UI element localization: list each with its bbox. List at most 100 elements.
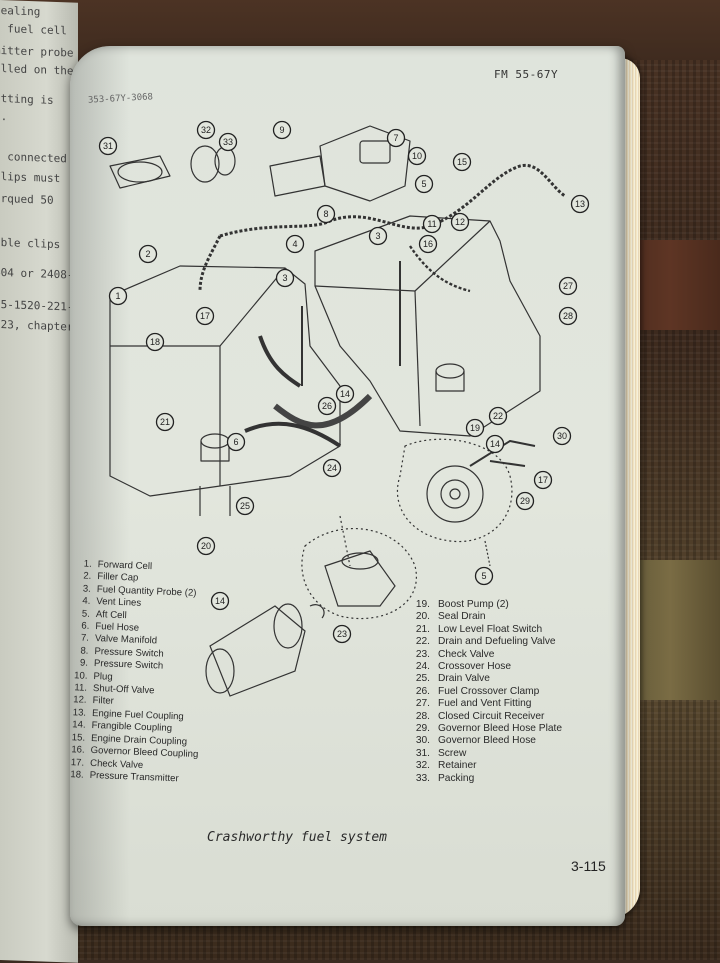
callout-number: 25 bbox=[240, 501, 250, 511]
legend-item-label: Filter bbox=[92, 695, 115, 708]
callout-circle bbox=[558, 306, 578, 326]
legend-item-label: Closed Circuit Receiver bbox=[438, 710, 545, 722]
legend-item-number: 23. bbox=[415, 648, 430, 660]
callout-circle bbox=[317, 396, 337, 416]
legend-item-number: 16. bbox=[71, 744, 85, 756]
legend-item-number: 6. bbox=[81, 620, 90, 632]
filter-body bbox=[209, 605, 306, 697]
callout-circle bbox=[195, 306, 215, 326]
callout-circle bbox=[368, 226, 388, 246]
legend-item-number: 14. bbox=[72, 719, 86, 731]
callout-14: 14 bbox=[335, 384, 355, 404]
legend-item: 24.Crossover Hose bbox=[406, 661, 562, 673]
callout-5: 5 bbox=[474, 566, 494, 586]
legend-item-number: 4. bbox=[82, 595, 91, 608]
callout-11: 11 bbox=[422, 214, 442, 234]
callout-5: 5 bbox=[414, 174, 434, 194]
callout-number: 21 bbox=[160, 417, 170, 427]
callout-circle bbox=[275, 268, 295, 288]
left-page-text-line: -23, chapter bbox=[0, 317, 74, 334]
callout-circle bbox=[488, 406, 508, 426]
page-gutter-shadow bbox=[70, 46, 130, 926]
callout-number: 14 bbox=[215, 596, 225, 606]
legend-item-number: 20. bbox=[415, 611, 430, 623]
callout-17: 17 bbox=[533, 470, 553, 490]
callout-25: 25 bbox=[235, 496, 255, 516]
legend-item-label: Boost Pump (2) bbox=[438, 599, 509, 610]
callout-15: 15 bbox=[452, 152, 472, 172]
callout-circle bbox=[285, 234, 305, 254]
legend-item-number: 17. bbox=[70, 756, 85, 769]
callout-circle bbox=[108, 286, 128, 306]
legend-item-number: 8. bbox=[80, 645, 89, 657]
legend-item-label: Crossover Hose bbox=[438, 661, 512, 673]
governor-bleed-detail bbox=[396, 438, 513, 543]
legend-item: 28. Closed Circuit Receiver bbox=[406, 711, 562, 723]
callout-number: 9 bbox=[279, 125, 284, 135]
callout-number: 33 bbox=[223, 137, 233, 147]
callout-number: 3 bbox=[282, 273, 287, 283]
callout-circle bbox=[226, 432, 246, 452]
manual-page: FM 55-67Y 353-67Y-3068 bbox=[70, 46, 625, 926]
left-page-text-line: ible clips bbox=[0, 235, 61, 252]
callout-circle bbox=[450, 212, 470, 232]
page-header: FM 55-67Y bbox=[494, 68, 559, 81]
callout-9: 9 bbox=[272, 120, 292, 140]
callout-18: 18 bbox=[145, 332, 165, 352]
callout-circle bbox=[386, 128, 406, 148]
callout-number: 28 bbox=[563, 311, 573, 321]
callout-1: 1 bbox=[108, 286, 128, 306]
callout-circle bbox=[210, 591, 230, 611]
callout-number: 6 bbox=[233, 437, 238, 447]
aft-cell-edge bbox=[314, 220, 491, 292]
forward-cell-edge bbox=[110, 267, 286, 347]
left-page-text-line: alled on the bbox=[0, 61, 74, 78]
aft-cell-edge bbox=[414, 290, 421, 427]
callout-circle bbox=[98, 136, 118, 156]
callout-3: 3 bbox=[275, 268, 295, 288]
legend-item-label: Plug bbox=[93, 670, 113, 683]
fuel-hose bbox=[244, 421, 342, 448]
legend-item-label: Governor Bleed Hose Plate bbox=[438, 723, 563, 735]
callout-circle bbox=[414, 174, 434, 194]
callout-20: 20 bbox=[196, 536, 216, 556]
left-page-text-line: s connected bbox=[0, 149, 67, 166]
legend-item-number: 19. bbox=[415, 599, 430, 610]
callout-number: 24 bbox=[327, 463, 337, 473]
legend-item: 25.Drain Valve bbox=[406, 673, 562, 685]
callout-27: 27 bbox=[558, 276, 578, 296]
page-number: 3-115 bbox=[571, 858, 606, 874]
callout-number: 32 bbox=[201, 125, 211, 135]
legend-item-label: Check Valve bbox=[438, 648, 495, 660]
vent-lines bbox=[219, 163, 566, 238]
legend-item-number: 29. bbox=[415, 723, 430, 735]
legend-item: 30.Governor Bleed Hose bbox=[406, 735, 562, 747]
crossover-hose bbox=[273, 393, 373, 429]
callout-number: 17 bbox=[538, 475, 548, 485]
legend-item: 27.Fuel and Vent Fitting bbox=[406, 698, 562, 710]
legend-item: 31.Screw bbox=[406, 748, 562, 760]
callout-number: 22 bbox=[493, 411, 503, 421]
legend-item-number: 12. bbox=[72, 694, 87, 707]
legend-item: 23. Check Valve bbox=[406, 649, 562, 661]
callout-circle bbox=[552, 426, 572, 446]
callout-number: 19 bbox=[470, 423, 480, 433]
callout-circle bbox=[570, 194, 590, 214]
callout-31: 31 bbox=[98, 136, 118, 156]
callout-number: 27 bbox=[563, 281, 573, 291]
legend-item-number: 28. bbox=[415, 710, 430, 722]
callout-number: 7 bbox=[393, 133, 398, 143]
legend-item-number: 31. bbox=[415, 747, 430, 759]
legend-item: 21.Low Level Float Switch bbox=[406, 624, 562, 636]
legend-item-number: 27. bbox=[415, 698, 430, 710]
callout-21: 21 bbox=[155, 412, 175, 432]
callout-circle bbox=[407, 146, 427, 166]
legend-item: 33.Packing bbox=[406, 773, 562, 785]
callout-number: 11 bbox=[427, 219, 436, 229]
callout-3: 3 bbox=[368, 226, 388, 246]
callout-number: 26 bbox=[322, 401, 332, 411]
legend-item: 32.Retainer bbox=[406, 760, 562, 772]
